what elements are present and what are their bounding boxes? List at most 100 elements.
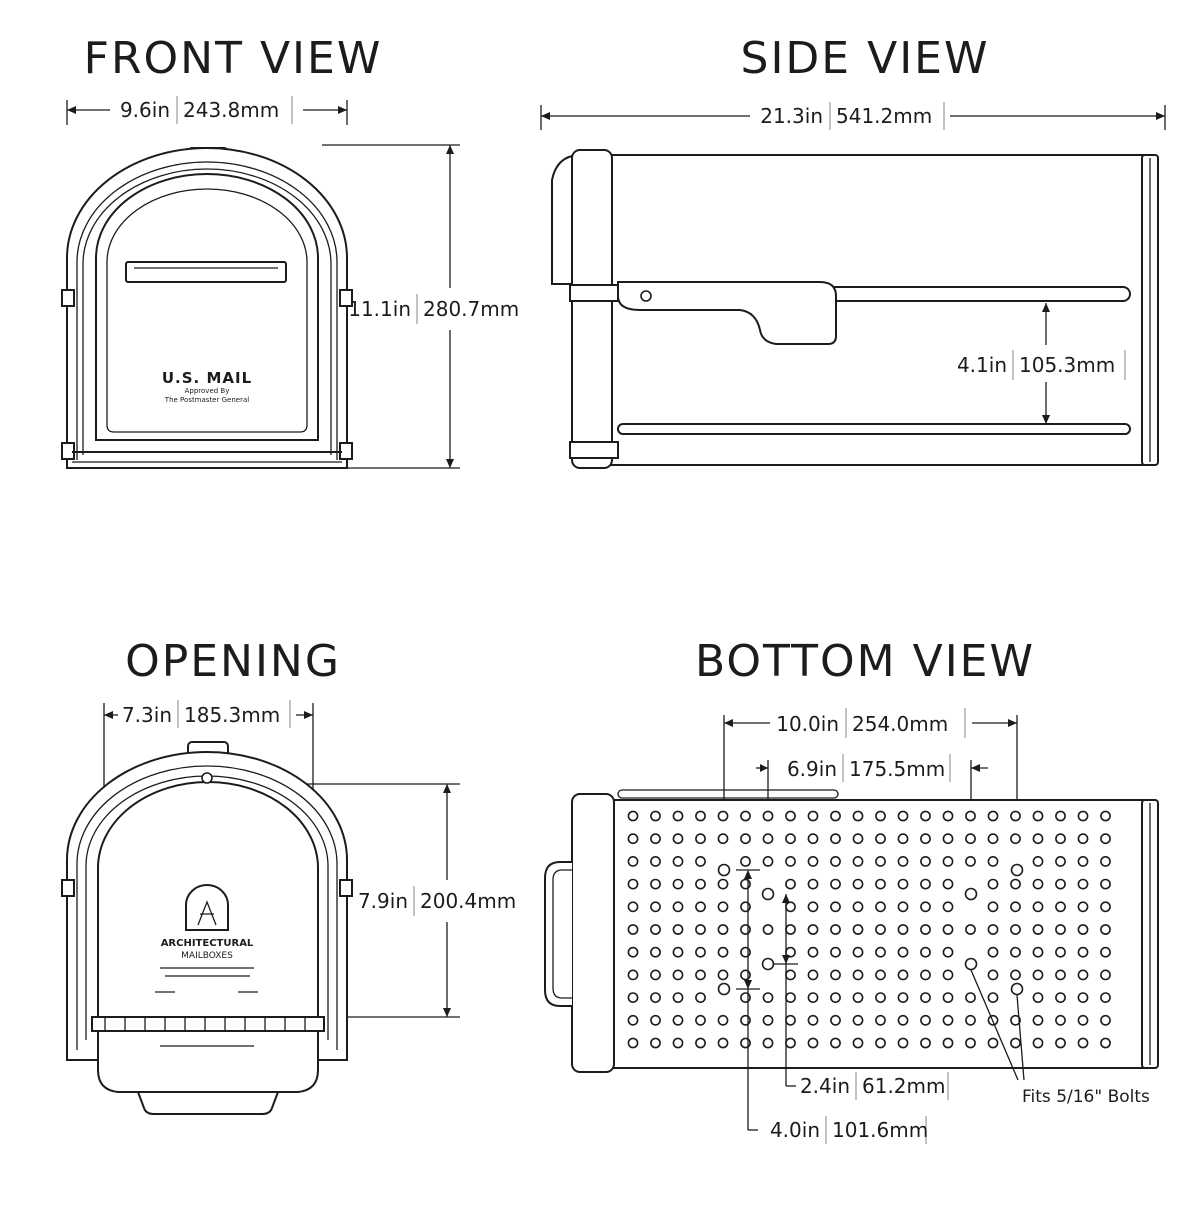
side-view: SIDE VIEW 21.3in 541.2mm [540, 33, 1166, 469]
vent-hole [807, 878, 819, 890]
vent-hole [1032, 946, 1044, 958]
vent-hole [830, 969, 841, 981]
front-width-in: 9.6in [120, 98, 170, 122]
vent-hole [942, 901, 954, 913]
vent-hole [740, 1037, 751, 1049]
vent-hole [672, 1014, 684, 1026]
vent-hole [807, 992, 819, 1003]
vent-hole [1055, 878, 1066, 890]
vent-hole [920, 810, 931, 822]
vent-hole [942, 856, 954, 867]
vent-hole [807, 924, 819, 935]
door-teeth [104, 1017, 306, 1031]
vent-hole [830, 924, 841, 935]
bottom-outer-spacing-dimension: 10.0in 254.0mm [723, 708, 1018, 870]
vent-hole [740, 878, 751, 890]
vent-hole [987, 901, 999, 913]
front-height-mm: 280.7mm [423, 297, 519, 321]
vent-hole [672, 1037, 684, 1049]
vent-hole [785, 924, 796, 935]
vent-hole [785, 901, 796, 913]
vent-hole [627, 969, 639, 981]
opening-view: OPENING 7.3in 185.3mm 7.9in 200.4mm [61, 636, 516, 1115]
vent-hole [807, 1037, 819, 1049]
bottom-outer-vertical-dimension: 4.0in 101.6mm [736, 869, 928, 1144]
vent-hole [695, 946, 706, 958]
opening-width-in: 7.3in [122, 703, 172, 727]
vent-hole [897, 924, 909, 935]
vent-hole [717, 946, 729, 958]
vent-hole [830, 1014, 841, 1026]
opening-brand-line1: ARCHITECTURAL [161, 938, 254, 949]
bottom-inner-spacing-in: 6.9in [787, 757, 837, 781]
vent-hole [1100, 924, 1111, 935]
vent-hole [897, 969, 909, 981]
vent-hole [1077, 946, 1089, 958]
vent-hole [672, 833, 684, 845]
vent-hole [942, 878, 954, 890]
vent-hole [672, 924, 684, 935]
vent-hole [717, 969, 729, 981]
vent-hole [920, 946, 931, 958]
vent-hole [1032, 1014, 1044, 1026]
opening-brand-line2: MAILBOXES [181, 951, 233, 961]
vent-hole [920, 901, 931, 913]
vent-hole [650, 1037, 661, 1049]
vent-hole [987, 856, 999, 867]
vent-hole [762, 992, 774, 1003]
vent-hole [695, 992, 706, 1003]
vent-hole [650, 992, 661, 1003]
vent-hole [672, 901, 684, 913]
vent-hole [1010, 901, 1021, 913]
mailbox-bottom-drawing [544, 789, 1159, 1073]
vent-hole [987, 946, 999, 958]
vent-hole [1032, 992, 1044, 1003]
vent-hole [1055, 810, 1066, 822]
vent-hole [1077, 1014, 1089, 1026]
vent-hole [987, 992, 999, 1003]
flag-height-mm: 105.3mm [1019, 353, 1115, 377]
side-view-title: SIDE VIEW [741, 33, 990, 84]
vent-hole [762, 810, 774, 822]
bottom-inner-vertical-in: 2.4in [800, 1074, 850, 1098]
vent-hole [875, 901, 886, 913]
opening-title: OPENING [125, 636, 341, 687]
vent-hole [875, 946, 886, 958]
vent-hole [897, 1037, 909, 1049]
vent-hole [1032, 1037, 1044, 1049]
vent-hole [920, 1014, 931, 1026]
vent-hole [785, 1037, 796, 1049]
vent-hole [740, 992, 751, 1003]
vent-hole [1077, 924, 1089, 935]
vent-hole [695, 1014, 706, 1026]
vent-hole [830, 901, 841, 913]
vent-hole [1077, 969, 1089, 981]
vent-hole [987, 878, 999, 890]
vent-hole [830, 833, 841, 845]
vent-hole [807, 810, 819, 822]
vent-hole [717, 810, 729, 822]
vent-hole [942, 992, 954, 1003]
vent-hole [1100, 810, 1111, 822]
vent-hole [830, 856, 841, 867]
vent-hole [942, 946, 954, 958]
vent-hole [852, 946, 864, 958]
bottom-outer-spacing-in: 10.0in [776, 712, 839, 736]
vent-hole [920, 833, 931, 845]
vent-hole [965, 1014, 976, 1026]
vent-hole [1100, 878, 1111, 890]
bottom-outer-vertical-mm: 101.6mm [832, 1118, 928, 1142]
vent-hole [897, 901, 909, 913]
vent-hole [807, 856, 819, 867]
front-plate-sub2: The Postmaster General [164, 396, 249, 404]
vent-hole [852, 856, 864, 867]
bottom-inner-spacing-mm: 175.5mm [849, 757, 945, 781]
vent-hole [920, 969, 931, 981]
vent-hole [717, 901, 729, 913]
mailbox-side-drawing [551, 149, 1159, 469]
vent-hole [1032, 901, 1044, 913]
vent-hole [942, 1014, 954, 1026]
vent-hole [875, 856, 886, 867]
vent-hole [897, 992, 909, 1003]
vent-hole [627, 901, 639, 913]
